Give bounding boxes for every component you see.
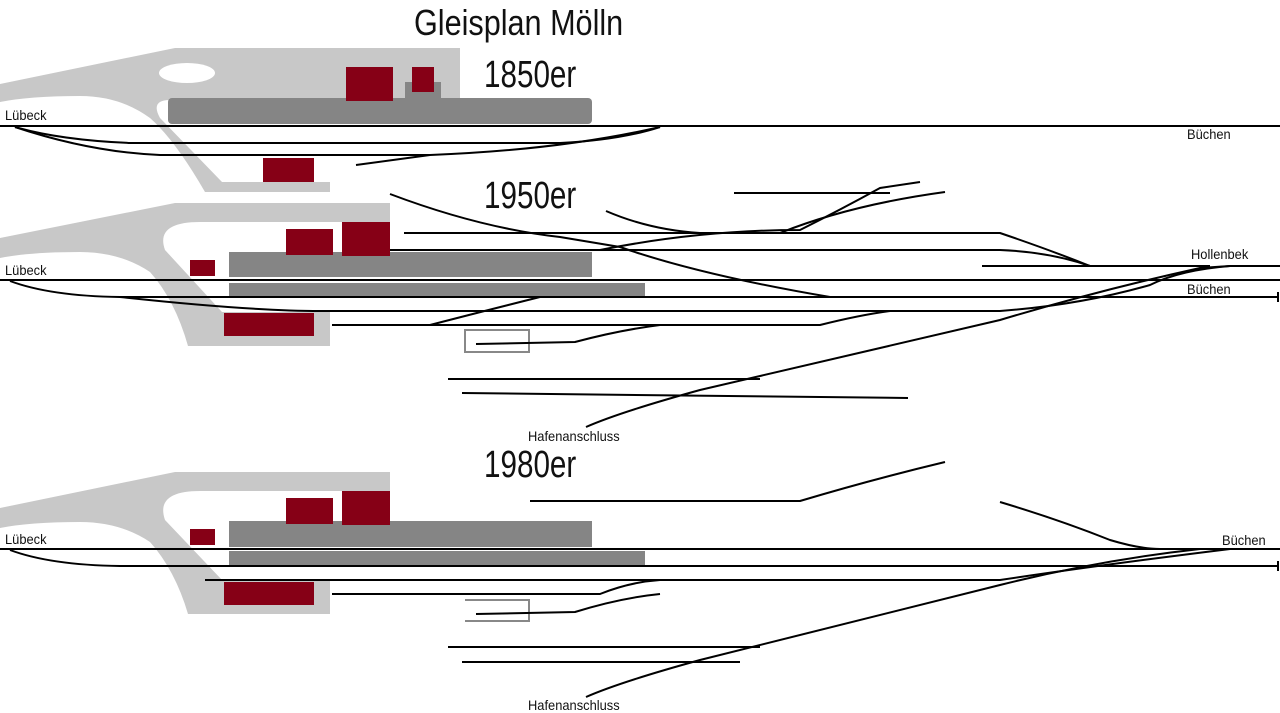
track	[332, 579, 661, 595]
building	[286, 229, 333, 255]
harbour-track	[585, 548, 1201, 698]
building	[412, 67, 434, 92]
building	[286, 498, 333, 524]
track	[9, 549, 1279, 571]
track	[389, 193, 831, 298]
track	[205, 548, 1231, 581]
page-title: Gleisplan Mölln	[414, 2, 624, 43]
era-label-1980: 1980er	[484, 444, 577, 486]
goods-shed	[224, 582, 314, 605]
siding-box	[465, 599, 530, 622]
track	[390, 249, 1091, 267]
station-1850	[0, 48, 1280, 192]
place-label-buechen: Büchen	[1222, 532, 1266, 548]
platform	[168, 98, 592, 124]
place-label-luebeck: Lübeck	[5, 531, 47, 547]
track	[332, 310, 891, 326]
place-label-hollenbek: Hollenbek	[1191, 246, 1249, 262]
place-label-luebeck: Lübeck	[5, 107, 47, 123]
station-building	[346, 67, 393, 101]
siding-box	[464, 329, 530, 353]
track	[475, 593, 661, 615]
station-area	[0, 203, 390, 346]
platform	[229, 521, 592, 547]
place-label-buechen: Büchen	[1187, 281, 1231, 297]
track	[530, 461, 946, 502]
harbour-track	[585, 265, 1231, 428]
station-1980	[0, 461, 1280, 698]
era-label-1950: 1950er	[484, 175, 577, 217]
track	[461, 392, 909, 399]
building	[190, 260, 215, 276]
station-area	[0, 48, 460, 192]
track	[429, 296, 541, 326]
goods-shed	[224, 313, 314, 336]
place-label-buechen: Büchen	[1187, 126, 1231, 142]
place-label-hafenanschluss: Hafenanschluss	[528, 697, 620, 713]
track	[14, 126, 661, 144]
goods-shed	[263, 158, 314, 182]
platform	[229, 252, 592, 277]
place-label-hafenanschluss: Hafenanschluss	[528, 428, 620, 444]
place-label-luebeck: Lübeck	[5, 262, 47, 278]
track	[9, 280, 1279, 302]
building	[190, 529, 215, 545]
track	[475, 324, 661, 345]
station-building	[342, 222, 390, 256]
platform	[229, 283, 645, 296]
station-area	[0, 472, 390, 614]
station-building	[342, 491, 390, 525]
track	[599, 181, 921, 251]
pond	[159, 63, 215, 83]
siding	[355, 154, 431, 166]
track	[14, 126, 661, 156]
track	[999, 501, 1161, 550]
track	[605, 191, 946, 234]
platform	[229, 551, 645, 565]
era-label-1850: 1850er	[484, 54, 577, 96]
station-1950	[0, 181, 1280, 428]
